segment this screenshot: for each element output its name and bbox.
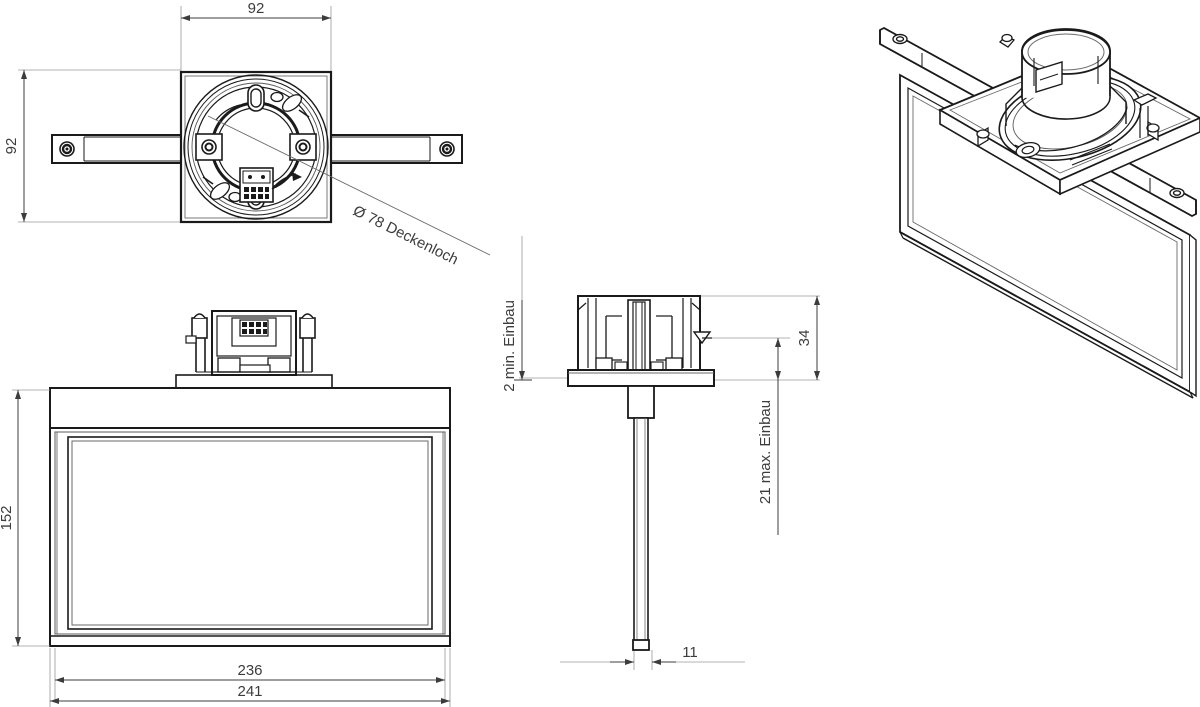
luminaire-body: [49, 387, 451, 647]
side-view: 2 min. Einbau 34 21 max. Einbau: [501, 236, 820, 670]
side-view-stem: [627, 385, 655, 651]
dim-236: 236: [55, 662, 445, 683]
dim-34-label: 34: [796, 330, 813, 347]
dim-92-left: 92: [3, 70, 27, 222]
side-view-module: [577, 295, 712, 371]
iso-rail-screw-left: [892, 33, 908, 45]
dim-max-einbau: 21 max. Einbau: [757, 338, 781, 535]
dim-11: 11: [610, 644, 698, 665]
dim-92-left-label: 92: [3, 138, 20, 155]
dim-11-label: 11: [682, 644, 698, 661]
dim-34: 34: [796, 296, 820, 380]
housing-internal-details: [195, 84, 317, 210]
front-view: 152 236 241: [0, 310, 451, 707]
top-view: 92 92: [3, 0, 491, 269]
dim-241: 241: [50, 683, 450, 704]
bracket-screw-hole-right: [438, 140, 456, 158]
iso-rail-screw-right: [1169, 187, 1185, 199]
dim-236-label: 236: [237, 662, 262, 679]
side-view-flange-plate: [567, 369, 715, 387]
iso-view: [879, 26, 1200, 399]
dim-152-label: 152: [0, 505, 15, 530]
dim-92-top: 92: [181, 0, 331, 21]
dim-min-einbau: 2 min. Einbau: [501, 300, 532, 392]
iso-spring-clips: [976, 93, 1160, 166]
iso-luminaire-panel: [899, 73, 1197, 399]
iso-gear-body: [998, 28, 1127, 126]
dim-92-top-label: 92: [248, 0, 265, 17]
dim-241-label: 241: [237, 683, 262, 700]
bracket-screw-hole-left: [58, 140, 76, 158]
dim-max-einbau-label: 21 max. Einbau: [757, 400, 774, 504]
dim-min-einbau-label: 2 min. Einbau: [501, 300, 518, 392]
dim-152: 152: [0, 390, 21, 646]
front-view-gear-housing: [175, 310, 333, 390]
